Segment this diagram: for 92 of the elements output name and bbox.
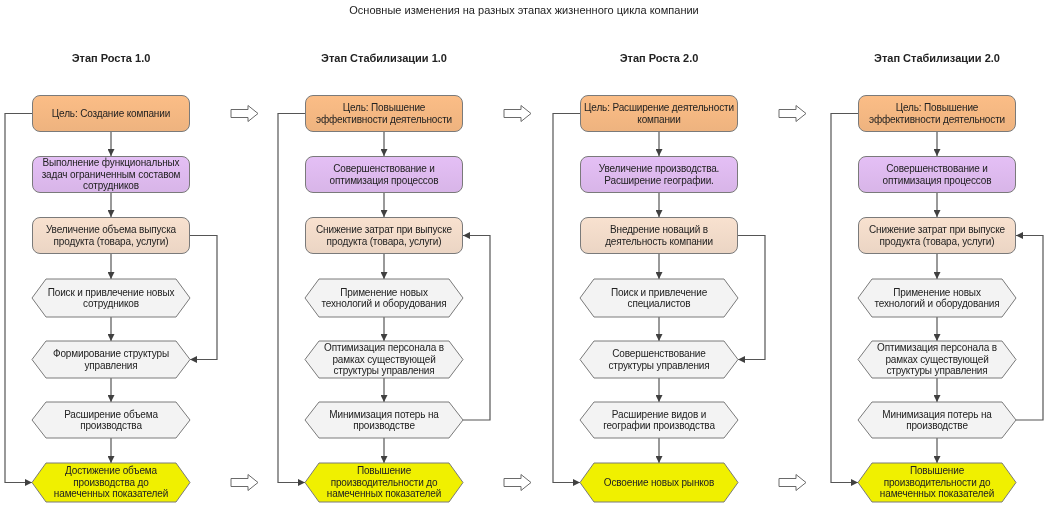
loop-arrow	[189, 234, 218, 363]
arrow	[933, 131, 941, 157]
task-box	[305, 156, 463, 193]
arrow	[933, 192, 941, 218]
loop-arrow	[4, 112, 33, 486]
arrow	[655, 131, 663, 157]
node-text: Увеличение производства. Расширение географии.	[597, 163, 721, 186]
node-text: Поиск и привлечение специалистов	[609, 286, 709, 310]
loop-arrow	[552, 112, 581, 486]
process-hexagon	[305, 279, 463, 317]
process-box	[580, 217, 738, 254]
loop-arrow	[462, 232, 491, 421]
node-text: Совершенствование и оптимизация процессов	[881, 163, 993, 186]
node-text: Цель: Расширение деятельности компании	[584, 102, 734, 125]
stage-heading: Этап Роста 2.0	[618, 52, 700, 64]
node-text: Выполнение функциональных задач ограниченным составом сотрудников	[40, 157, 182, 192]
arrow	[380, 131, 388, 157]
arrow	[380, 253, 388, 280]
node-text: Минимизация потерь на производстве	[881, 408, 993, 432]
process-box	[32, 217, 190, 254]
process-box	[858, 217, 1016, 254]
node-text: Снижение затрат при выпуске продукта (товара, услуги)	[868, 224, 1006, 247]
arrow	[107, 192, 115, 218]
node-text: Повышение производительности до намеченных показателей	[325, 465, 443, 500]
process-hexagon	[32, 279, 190, 317]
node-text: Освоение новых рынков	[603, 476, 715, 489]
arrow	[107, 131, 115, 157]
arrow	[655, 377, 663, 403]
node-text: Применение новых технологий и оборудования	[320, 286, 448, 310]
arrow	[933, 377, 941, 403]
loop-arrow	[1015, 232, 1044, 421]
loop-arrow	[737, 234, 766, 363]
process-hexagon	[858, 341, 1016, 378]
node-text: Цель: Повышение эффективности деятельности	[315, 102, 453, 125]
result-hexagon	[580, 463, 738, 502]
result-hexagon	[858, 463, 1016, 502]
node-text: Формирование структуры управления	[51, 348, 171, 371]
process-hexagon	[858, 402, 1016, 438]
goal-box	[580, 95, 738, 132]
process-hexagon	[858, 279, 1016, 317]
arrow	[655, 316, 663, 342]
process-hexagon	[32, 402, 190, 438]
node-text: Повышение производительности до намеченных показателей	[878, 465, 996, 500]
arrow	[380, 192, 388, 218]
process-hexagon	[305, 341, 463, 378]
stage-heading: Этап Стабилизации 2.0	[873, 52, 1001, 64]
node-text: Поиск и привлечение новых сотрудников	[46, 286, 176, 310]
node-text: Расширение объема производства	[63, 408, 159, 432]
node-text: Расширение видов и географии производства	[602, 408, 716, 432]
result-hexagon	[32, 463, 190, 502]
process-hexagon	[580, 402, 738, 438]
process-hexagon	[580, 341, 738, 378]
node-text: Достижение объема производства до намеченных показателей	[52, 465, 170, 500]
node-text: Совершенствование структуры управления	[607, 348, 711, 371]
node-text: Цель: Повышение эффективности деятельности	[868, 102, 1006, 125]
task-box	[580, 156, 738, 193]
arrow	[933, 437, 941, 464]
stage-heading: Этап Стабилизации 1.0	[320, 52, 448, 64]
stage-heading: Этап Роста 1.0	[70, 52, 152, 64]
arrow	[933, 253, 941, 280]
arrow	[380, 437, 388, 464]
arrow	[107, 437, 115, 464]
arrow	[380, 316, 388, 342]
arrow	[655, 192, 663, 218]
arrow	[380, 377, 388, 403]
arrow	[107, 253, 115, 280]
node-text: Увеличение объема выпуска продукта (товара, услуги)	[44, 224, 178, 247]
diagram-title: Основные изменения на разных этапах жизненного цикла компании	[348, 4, 700, 16]
node-text: Оптимизация персонала в рамках существующей структуры управления	[323, 342, 445, 377]
node-text: Оптимизация персонала в рамках существующей структуры управления	[876, 342, 998, 377]
node-text: Снижение затрат при выпуске продукта (товара, услуги)	[315, 224, 453, 247]
goal-box	[32, 95, 190, 132]
node-text: Минимизация потерь на производстве	[328, 408, 440, 432]
process-hexagon	[32, 341, 190, 378]
loop-arrow	[277, 112, 306, 486]
arrow	[107, 316, 115, 342]
node-text: Совершенствование и оптимизация процессов	[328, 163, 440, 186]
arrow	[933, 316, 941, 342]
result-hexagon	[305, 463, 463, 502]
task-box	[858, 156, 1016, 193]
process-hexagon	[305, 402, 463, 438]
arrow	[107, 377, 115, 403]
process-box	[305, 217, 463, 254]
node-text: Внедрение новаций в деятельность компании	[604, 224, 714, 247]
arrow	[655, 437, 663, 464]
goal-box	[305, 95, 463, 132]
arrow	[655, 253, 663, 280]
process-hexagon	[580, 279, 738, 317]
goal-box	[858, 95, 1016, 132]
node-text: Применение новых технологий и оборудования	[873, 286, 1001, 310]
node-text: Цель: Создание компании	[51, 107, 171, 120]
loop-arrow	[830, 112, 859, 486]
